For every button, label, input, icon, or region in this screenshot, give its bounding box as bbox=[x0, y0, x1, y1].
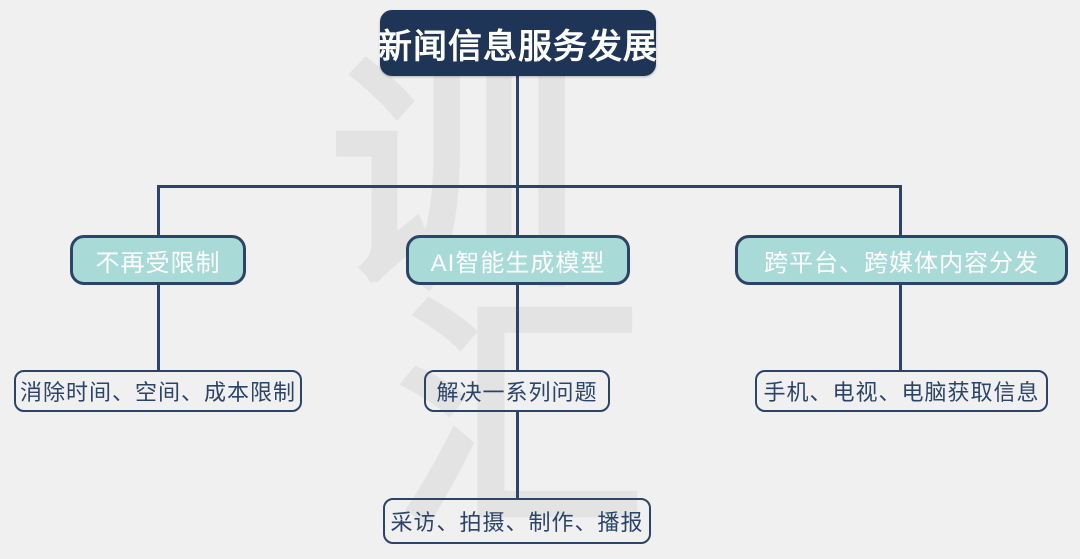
root-node[interactable]: 新闻信息服务发展 bbox=[378, 10, 658, 76]
leaf-node-2-1-label: 解决一系列问题 bbox=[436, 380, 598, 405]
connector-horizontal-bus bbox=[157, 185, 902, 188]
root-node-label: 新闻信息服务发展 bbox=[378, 27, 658, 66]
branch-node-3[interactable]: 跨平台、跨媒体内容分发 bbox=[735, 235, 1068, 285]
leaf-node-2-2-label: 采访、拍摄、制作、播报 bbox=[390, 510, 644, 535]
leaf-node-2-2[interactable]: 采访、拍摄、制作、播报 bbox=[383, 498, 651, 544]
branch-node-1-label: 不再受限制 bbox=[95, 249, 221, 277]
leaf-node-3-1-label: 手机、电视、电脑获取信息 bbox=[763, 380, 1040, 405]
connector-root-stem bbox=[516, 76, 519, 188]
branch-node-3-label: 跨平台、跨媒体内容分发 bbox=[764, 249, 1039, 277]
connector-bus-to-branch-2 bbox=[516, 185, 519, 235]
leaf-node-1-1-label: 消除时间、空间、成本限制 bbox=[19, 380, 296, 405]
connector-branch-1-to-leaf-1 bbox=[157, 284, 160, 370]
branch-node-1[interactable]: 不再受限制 bbox=[70, 235, 246, 285]
connector-bus-to-branch-1 bbox=[157, 185, 160, 235]
leaf-node-2-1[interactable]: 解决一系列问题 bbox=[424, 370, 610, 412]
connector-leaf-1-to-leaf-2 bbox=[516, 412, 519, 498]
connector-branch-2-to-leaf-1 bbox=[516, 284, 519, 370]
leaf-node-1-1[interactable]: 消除时间、空间、成本限制 bbox=[14, 370, 302, 412]
branch-node-2-label: AI智能生成模型 bbox=[430, 249, 606, 277]
connector-branch-3-to-leaf-1 bbox=[899, 284, 902, 370]
branch-node-2[interactable]: AI智能生成模型 bbox=[406, 235, 630, 285]
leaf-node-3-1[interactable]: 手机、电视、电脑获取信息 bbox=[755, 370, 1048, 412]
connector-bus-to-branch-3 bbox=[899, 185, 902, 235]
